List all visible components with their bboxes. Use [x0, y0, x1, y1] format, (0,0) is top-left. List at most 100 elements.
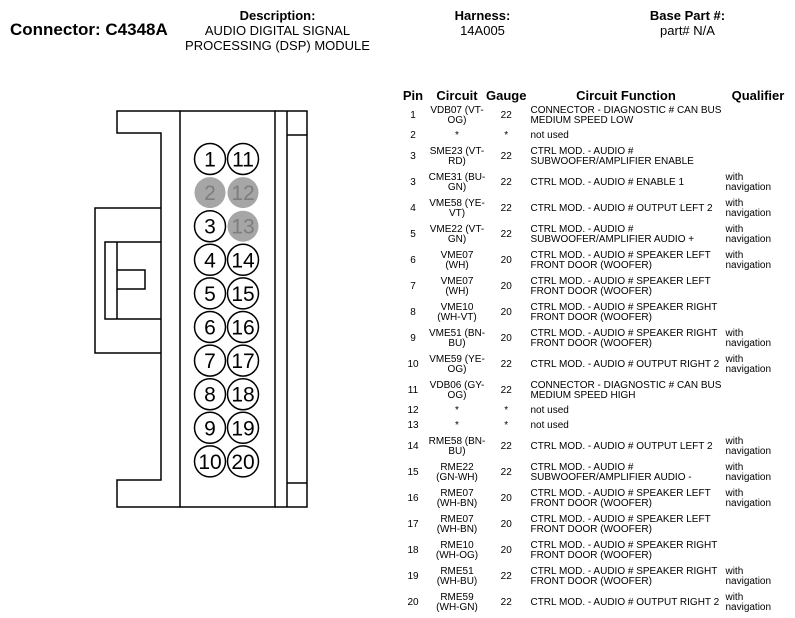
cell-circuit-line: RME10 — [440, 539, 474, 551]
pin-number-label: 6 — [204, 317, 216, 340]
pin-cavity-6 — [193, 310, 227, 344]
cell-circuit-line: GN) — [447, 182, 467, 193]
cell-gauge: 22 — [500, 109, 512, 121]
cell-function-line: CTRL MOD. - AUDIO # — [530, 223, 634, 235]
col-header-function: Circuit Function — [576, 88, 676, 103]
cell-circuit: RME22(GN-WH) — [428, 460, 486, 486]
cell-circuit-line: * — [455, 130, 459, 142]
cell-function-line: SUBWOOFER/AMPLIFIER AUDIO - — [530, 472, 692, 483]
cell-function: CTRL MOD. - AUDIO # ENABLE 1 — [526, 170, 725, 196]
cell-qualifier-line: navigation — [725, 260, 772, 271]
cell-circuit-line: (WH) — [445, 260, 469, 271]
pin-number-label: 8 — [204, 384, 216, 407]
pin-number-label: 19 — [231, 417, 254, 440]
cell-pin: 3 — [410, 150, 416, 162]
connector-housing — [94, 110, 308, 508]
harness-value: 14A005 — [460, 23, 505, 38]
pin-cavity-14 — [226, 243, 260, 277]
cell-pin: 9 — [410, 332, 416, 344]
cell-gauge: * — [504, 420, 509, 432]
cell-qualifier — [725, 129, 790, 144]
cell-function-line: not used — [530, 130, 569, 142]
cell-qualifier-line: navigation — [725, 208, 772, 219]
pin-cavity-2 — [194, 177, 226, 209]
cell-function-line: not used — [530, 420, 569, 432]
cell-circuit: VME22 (VT-GN) — [428, 222, 486, 248]
cell-circuit-line: RD) — [448, 156, 466, 167]
cell-circuit-line: (WH) — [445, 286, 469, 297]
cell-qualifier — [725, 274, 790, 300]
cell-circuit-line: VME51 (BN- — [428, 327, 486, 339]
cell-circuit-line: RME22 — [440, 461, 474, 473]
cell-circuit: RME58 (BN-BU) — [428, 434, 486, 460]
pin-number-label: 13 — [231, 216, 254, 239]
pin-cavity-12 — [227, 177, 259, 209]
table-row: 13 * * not used — [398, 419, 790, 434]
cell-function: CTRL MOD. - AUDIO # OUTPUT LEFT 2 — [526, 196, 725, 222]
cell-function-line: CTRL MOD. - AUDIO # OUTPUT RIGHT 2 — [530, 358, 720, 370]
cell-qualifier-line: navigation — [725, 446, 772, 457]
cell-function-line: CTRL MOD. - AUDIO # SPEAKER RIGHT — [530, 327, 718, 339]
cell-circuit: VME51 (BN-BU) — [428, 326, 486, 352]
cell-qualifier-line: navigation — [725, 472, 772, 483]
cell-qualifier-line: with — [725, 353, 744, 365]
cell-qualifier — [725, 512, 790, 538]
cell-qualifier-line: with — [725, 171, 744, 183]
col-header-qualifier: Qualifier — [731, 88, 785, 103]
cell-circuit-line: VME10 — [440, 301, 474, 313]
cell-circuit-line: VME07 — [440, 275, 474, 287]
cell-circuit: RME10(WH-OG) — [428, 538, 486, 564]
pin-number-label: 14 — [231, 249, 255, 272]
description-line-1: AUDIO DIGITAL SIGNAL — [204, 23, 351, 38]
cell-gauge: * — [504, 405, 509, 417]
cell-function-line: MEDIUM SPEED LOW — [530, 115, 634, 126]
cell-circuit: VME58 (YE-VT) — [428, 196, 486, 222]
pin-number-label: 5 — [204, 283, 216, 306]
cell-pin: 15 — [407, 466, 419, 478]
pin-cavity-5 — [193, 277, 227, 310]
cell-circuit-line: * — [455, 405, 459, 417]
cell-pin: 13 — [407, 420, 419, 432]
cell-qualifier-line: navigation — [725, 182, 772, 193]
cell-circuit: VME10(WH-VT) — [428, 300, 486, 326]
cell-pin: 20 — [407, 596, 419, 608]
cell-gauge: 22 — [500, 570, 512, 582]
cell-function: not used — [526, 419, 725, 434]
cell-circuit: * — [428, 129, 486, 144]
cell-circuit-line: GN) — [447, 234, 467, 245]
cell-circuit: RME07(WH-BN) — [428, 512, 486, 538]
cell-circuit: * — [428, 419, 486, 434]
cell-function-line: CTRL MOD. - AUDIO # SPEAKER RIGHT — [530, 301, 718, 313]
cell-circuit-line: OG) — [447, 390, 467, 401]
cell-circuit-line: (WH-VT) — [437, 312, 477, 323]
cell-qualifier — [725, 538, 790, 564]
cell-pin: 5 — [410, 228, 416, 240]
cell-function: CTRL MOD. - AUDIO #SUBWOOFER/AMPLIFIER A… — [526, 222, 725, 248]
cell-circuit-line: (WH-BN) — [436, 524, 478, 535]
cell-pin: 2 — [410, 130, 416, 142]
cell-qualifier — [725, 404, 790, 419]
cell-circuit: * — [428, 404, 486, 419]
cell-qualifier-line: navigation — [725, 576, 772, 587]
cell-circuit-line: * — [455, 420, 459, 432]
cell-function-line: FRONT DOOR (WOOFER) — [530, 312, 652, 323]
cell-gauge: 22 — [500, 466, 512, 478]
table-row: 2**not used — [398, 129, 790, 144]
pin-number-label: 3 — [204, 216, 216, 239]
cell-qualifier — [725, 300, 790, 326]
pin-number-label: 1 — [204, 149, 216, 172]
